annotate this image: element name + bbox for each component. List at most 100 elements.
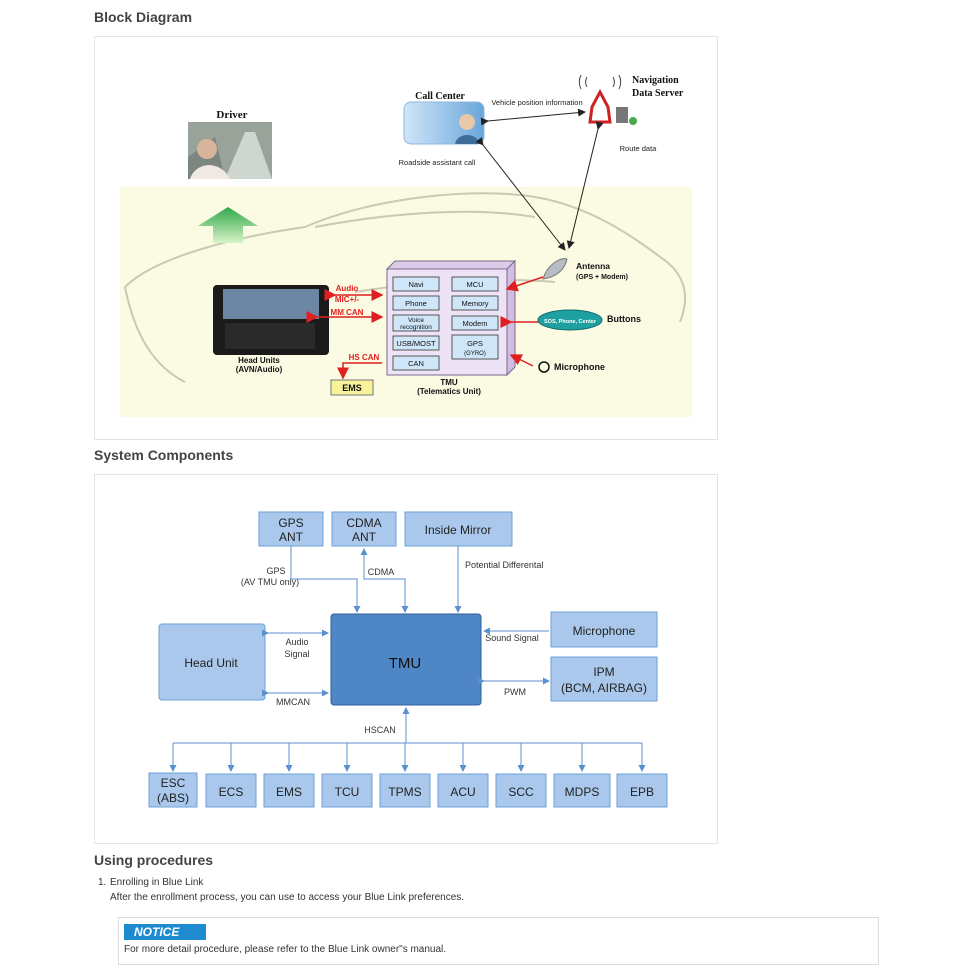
driver-image	[188, 122, 272, 179]
up-arrow-icon	[198, 207, 258, 243]
driver-label: Driver	[216, 109, 247, 121]
tmu-gps-box	[451, 334, 499, 360]
audio-signal-label-2: Signal	[284, 649, 309, 659]
gps-ant-label-1: GPS	[278, 516, 303, 530]
server-icon	[616, 107, 637, 125]
ems-label: EMS	[342, 383, 362, 393]
notice-text: For more detail procedure, please refer …	[124, 944, 447, 955]
system-components-heading: System Components	[94, 447, 234, 463]
cdma-ant-label-2: ANT	[352, 530, 377, 544]
tcu-label: TCU	[335, 785, 360, 799]
using-procedures-heading: Using procedures	[94, 852, 214, 868]
tmu-phone-label: Phone	[405, 299, 427, 308]
head-unit-image	[213, 285, 329, 355]
system-components-figure: GPS ANT CDMA ANT Inside Mirror GPS (AV T…	[94, 474, 718, 844]
tmu-voice-label-1: Voice	[408, 317, 424, 324]
hs-can-link	[337, 362, 382, 380]
tmu-mcu-box	[451, 276, 499, 292]
acu-box	[437, 773, 489, 808]
gps-line-label-1: GPS	[266, 566, 285, 576]
roadside-call-link	[475, 137, 566, 251]
potential-diff-label: Potential Differental	[465, 560, 543, 570]
ipm-box	[550, 656, 658, 702]
vehicle-position-link	[480, 108, 586, 126]
tmu-navi-box	[392, 276, 440, 292]
esc-box	[148, 772, 198, 808]
scc-label: SCC	[508, 785, 534, 799]
head-unit-box	[158, 623, 266, 701]
tmu-navi-label: Navi	[408, 280, 423, 289]
tmu-label-1: TMU	[440, 378, 458, 387]
epb-box	[616, 773, 668, 808]
gps-line-label-2: (AV TMU only)	[241, 577, 299, 587]
buttons-pill-shape	[537, 309, 603, 331]
mdps-label: MDPS	[565, 785, 600, 799]
ipm-label-1: IPM	[593, 665, 614, 679]
ems-box	[263, 773, 315, 808]
esc-label-2: (ABS)	[157, 791, 189, 805]
audio-label: Audio	[336, 284, 359, 293]
mdps-box	[553, 773, 611, 808]
tpms-label: TPMS	[388, 785, 421, 799]
tmu-gps-label-1: GPS	[467, 339, 483, 348]
step-text: After the enrollment process, you can us…	[110, 892, 465, 903]
block-diagram-heading: Block Diagram	[94, 9, 193, 25]
tmu-memory-box	[451, 295, 499, 311]
tmu-voice-label-2: recognition	[400, 324, 432, 331]
block-diagram-figure: Driver Call Center Vehicle position info…	[94, 36, 718, 440]
nav-server-label-1: Navigation	[632, 75, 679, 86]
buttons-pill-label: SOS, Phone, Center	[544, 319, 597, 325]
antenna-label-1: Antenna	[576, 261, 610, 271]
ipm-label-2: (BCM, AIRBAG)	[561, 681, 647, 695]
tmu-label-2: (Telematics Unit)	[417, 387, 481, 396]
inside-mirror-box	[404, 511, 513, 547]
gps-connector	[290, 546, 361, 613]
tmu-memory-label: Memory	[461, 299, 488, 308]
mmcan-label: MMCAN	[276, 697, 310, 707]
microphone-label: Microphone	[554, 362, 605, 372]
head-units-label-2: (AVN/Audio)	[236, 365, 283, 374]
mic-label: MIC+/-	[335, 295, 360, 304]
ems-box	[330, 379, 374, 396]
buttons-label: Buttons	[607, 314, 641, 324]
esc-label-1: ESC	[161, 776, 186, 790]
scc-box	[495, 773, 547, 808]
sound-signal-label: Sound Signal	[485, 633, 539, 643]
cdma-line-label: CDMA	[368, 567, 395, 577]
gps-ant-box	[258, 511, 324, 547]
route-data-link	[566, 121, 604, 249]
mm-can-label: MM CAN	[331, 308, 364, 317]
can-drops	[169, 743, 646, 772]
cdma-connector	[360, 548, 406, 612]
ecs-box	[205, 773, 257, 808]
notice-box: NOTICE For more detail procedure, please…	[118, 917, 879, 965]
tmu-usb-most-label: USB/MOST	[396, 339, 436, 348]
tmu-label: TMU	[389, 655, 422, 672]
tmu-phone-box	[392, 295, 440, 311]
route-data-label: Route data	[620, 144, 658, 153]
tmu-can-box	[392, 355, 440, 371]
microphone-icon	[538, 361, 550, 373]
pwm-label: PWM	[504, 687, 526, 697]
microphone-label: Microphone	[573, 624, 636, 638]
step-number: 1.	[98, 877, 107, 888]
tmu-can-label: CAN	[408, 359, 424, 368]
antenna-icon	[542, 258, 568, 280]
nav-server-label-2: Data Server	[632, 88, 684, 99]
acu-label: ACU	[450, 785, 475, 799]
head-units-label-1: Head Units	[238, 356, 280, 365]
microphone-box	[550, 611, 658, 648]
ecs-label: ECS	[219, 785, 244, 799]
hs-can-label: HS CAN	[349, 353, 380, 362]
hscan-label: HSCAN	[364, 725, 396, 735]
roadside-call-label: Roadside assistant call	[399, 158, 476, 167]
epb-label: EPB	[630, 785, 654, 799]
tmu-voice-box	[392, 314, 440, 332]
gps-ant-label-2: ANT	[279, 530, 304, 544]
call-center-image	[403, 101, 485, 145]
audio-signal-label-1: Audio	[285, 637, 308, 647]
call-center-label: Call Center	[415, 91, 465, 102]
tmu-mcu-label: MCU	[466, 280, 483, 289]
cdma-ant-box	[331, 511, 397, 547]
radio-tower-icon	[578, 74, 622, 124]
